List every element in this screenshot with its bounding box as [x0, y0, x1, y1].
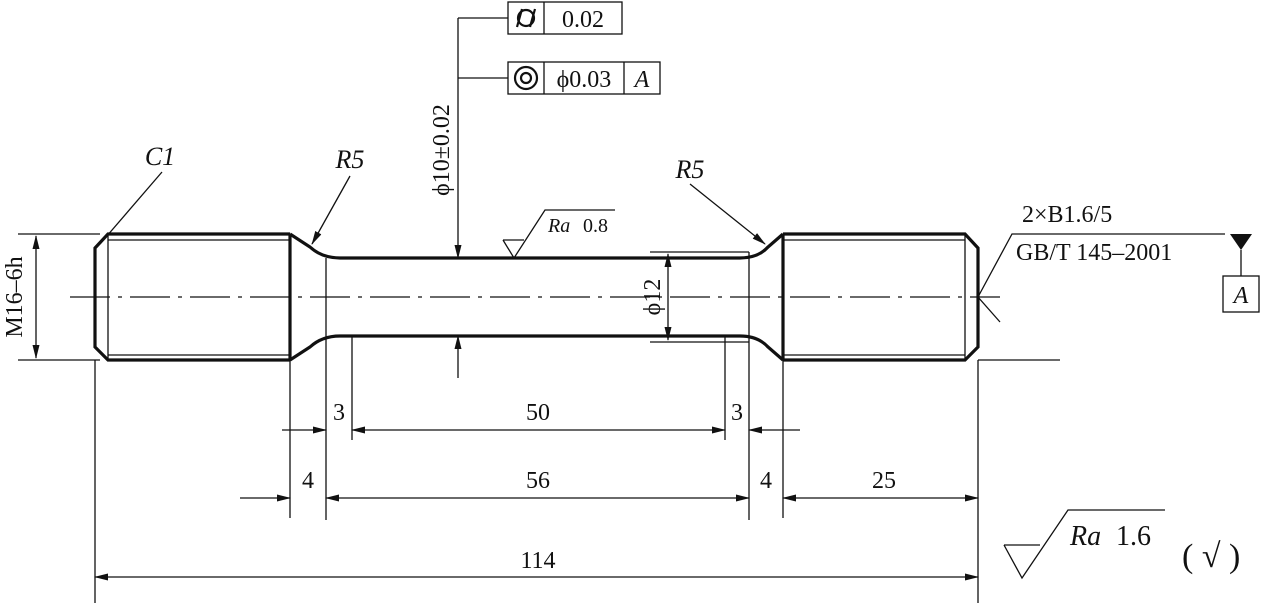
leaders	[99, 17, 1225, 323]
center-hole-standard: GB/T 145–2001	[1016, 240, 1172, 266]
datum-a-symbol: A	[1222, 234, 1260, 313]
radius-right-label: R5	[675, 155, 705, 184]
upper-waist-edge	[289, 232, 740, 260]
len-4-right: 4	[760, 468, 772, 494]
concentricity-icon	[513, 65, 539, 91]
center-hole-spec: 2×B1.6/5	[1022, 202, 1112, 228]
center-roughness-symbol: Ra 0.8	[502, 209, 615, 260]
chamfer-label: C1	[145, 142, 175, 171]
dia-shoulder-label: ϕ12	[640, 279, 666, 316]
len-114: 114	[520, 548, 555, 574]
thread-label: M16–6h	[2, 256, 28, 337]
concentricity-value: ϕ0.03	[557, 67, 612, 93]
len-4-left: 4	[302, 468, 314, 494]
len-3-right: 3	[731, 400, 743, 426]
len-3-left: 3	[333, 400, 345, 426]
concentricity-frame: ϕ0.03 A	[507, 61, 661, 95]
general-ra-label: Ra	[1069, 521, 1101, 552]
general-roughness-symbol: Ra 1.6 ( √ )	[1003, 509, 1240, 580]
len-50: 50	[526, 400, 550, 426]
thin-lines	[18, 233, 1060, 603]
center-ra-value: 0.8	[583, 215, 608, 237]
radius-left-label: R5	[335, 145, 365, 174]
cylindricity-frame: 0.02	[507, 1, 623, 35]
right-upper-radius	[739, 232, 785, 260]
cylindricity-value: 0.02	[562, 7, 604, 33]
part-outline	[93, 232, 980, 362]
general-paren: ( √ )	[1182, 538, 1240, 575]
lower-waist-edge	[289, 334, 740, 362]
general-ra-value: 1.6	[1116, 521, 1151, 552]
right-lower-radius	[739, 334, 785, 362]
dia-center-label: ϕ10±0.02	[429, 104, 455, 196]
len-25: 25	[872, 468, 896, 494]
datum-label: A	[1232, 283, 1249, 309]
cylindricity-icon	[515, 8, 537, 28]
dimension-lines	[32, 18, 979, 581]
center-ra-label: Ra	[547, 215, 570, 237]
len-56: 56	[526, 468, 550, 494]
concentricity-datum: A	[633, 67, 650, 93]
dimension-text: C1 R5 R5 ϕ10±0.02 ϕ12 M16–6h 3 50 3 4 56…	[2, 104, 1172, 574]
